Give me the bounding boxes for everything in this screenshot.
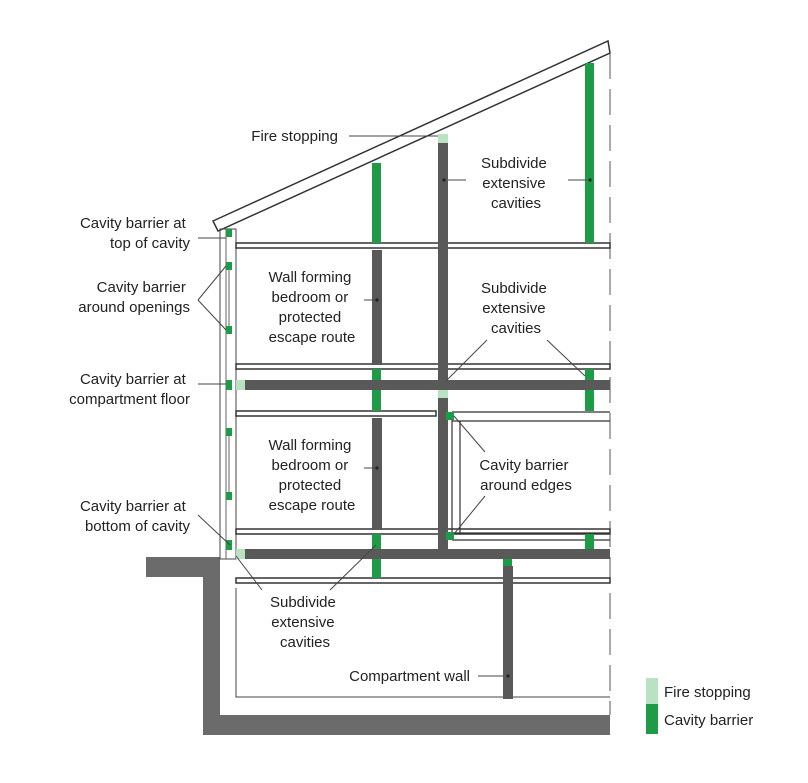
cb-floor-mid-b [372, 390, 381, 411]
ceiling-loft [235, 242, 611, 249]
wall-center-lower [438, 398, 448, 551]
label-wall-upper: Wall forming bedroom or protected escape… [269, 269, 356, 346]
fs-center-floor [438, 390, 448, 398]
cb-right-mid-a [585, 369, 594, 380]
fs-roof [438, 134, 448, 143]
ceiling-first-floor [235, 363, 611, 370]
legend-swatch-cavity-barrier [646, 704, 658, 734]
cb-opening-2 [226, 326, 232, 334]
fire-stopping [236, 134, 448, 559]
label-subdivide-roof: Subdivide extensive cavities [481, 155, 551, 212]
cb-edge-bottom [446, 532, 454, 540]
wall-bedroom-lower [372, 418, 382, 530]
legend: Fire stopping Cavity barrier [646, 678, 753, 734]
basement-outline [235, 588, 610, 698]
label-cb-edges: Cavity barrier around edges [479, 457, 572, 494]
cavity-barriers [226, 63, 594, 578]
cb-floor-mid-a [372, 369, 381, 380]
label-subdivide-mid: Subdivide extensive cavities [481, 280, 551, 337]
wall-bedroom-upper [372, 250, 382, 365]
leader-dots [375, 178, 592, 678]
fs-floor-left [236, 380, 245, 390]
cb-cavity-top [226, 229, 232, 237]
label-wall-lower: Wall forming bedroom or protected escape… [269, 437, 356, 514]
legend-label-cavity-barrier: Cavity barrier [664, 712, 753, 729]
ceiling-ground-floor-left [235, 410, 437, 417]
ceiling-ground-floor-lower [235, 528, 611, 535]
cb-roof-right [585, 63, 594, 243]
cb-compartment-wall-top [503, 559, 512, 566]
label-cb-openings: Cavity barrier around openings [78, 279, 190, 316]
label-cb-bottom: Cavity barrier at bottom of cavity [80, 498, 191, 535]
cb-opening-4 [226, 492, 232, 500]
cb-cavity-bottom [226, 540, 232, 550]
bay-outline [451, 411, 610, 541]
cb-opening-3 [226, 428, 232, 436]
label-fire-stopping-top: Fire stopping [251, 128, 338, 145]
wall-center-upper [438, 143, 448, 383]
compartment-floor-upper [245, 380, 610, 390]
compartment-wall [503, 566, 513, 699]
cb-edge-top [446, 412, 454, 420]
compartment-floor-lower [245, 549, 610, 559]
ceiling-basement [235, 577, 611, 584]
legend-label-fire-stopping: Fire stopping [664, 684, 751, 701]
cb-right-low-a [585, 534, 594, 549]
outer-wall [219, 228, 237, 560]
fs-bottom-left [236, 549, 245, 559]
cb-right-mid-b [585, 390, 594, 411]
cb-floor-cavity [226, 380, 232, 390]
label-compartment-wall: Compartment wall [349, 668, 470, 685]
ground-slab [146, 557, 610, 735]
label-cb-top: Cavity barrier at top of cavity [80, 215, 191, 252]
legend-swatch-fire-stopping [646, 678, 658, 704]
cb-low-b [372, 559, 381, 578]
cb-low-a [372, 534, 381, 549]
leader-lines [197, 135, 587, 677]
label-cb-floor: Cavity barrier at compartment floor [69, 371, 190, 408]
cb-roof-left [372, 163, 381, 243]
cb-opening-1 [226, 262, 232, 270]
label-subdivide-bottom: Subdivide extensive cavities [270, 594, 340, 651]
